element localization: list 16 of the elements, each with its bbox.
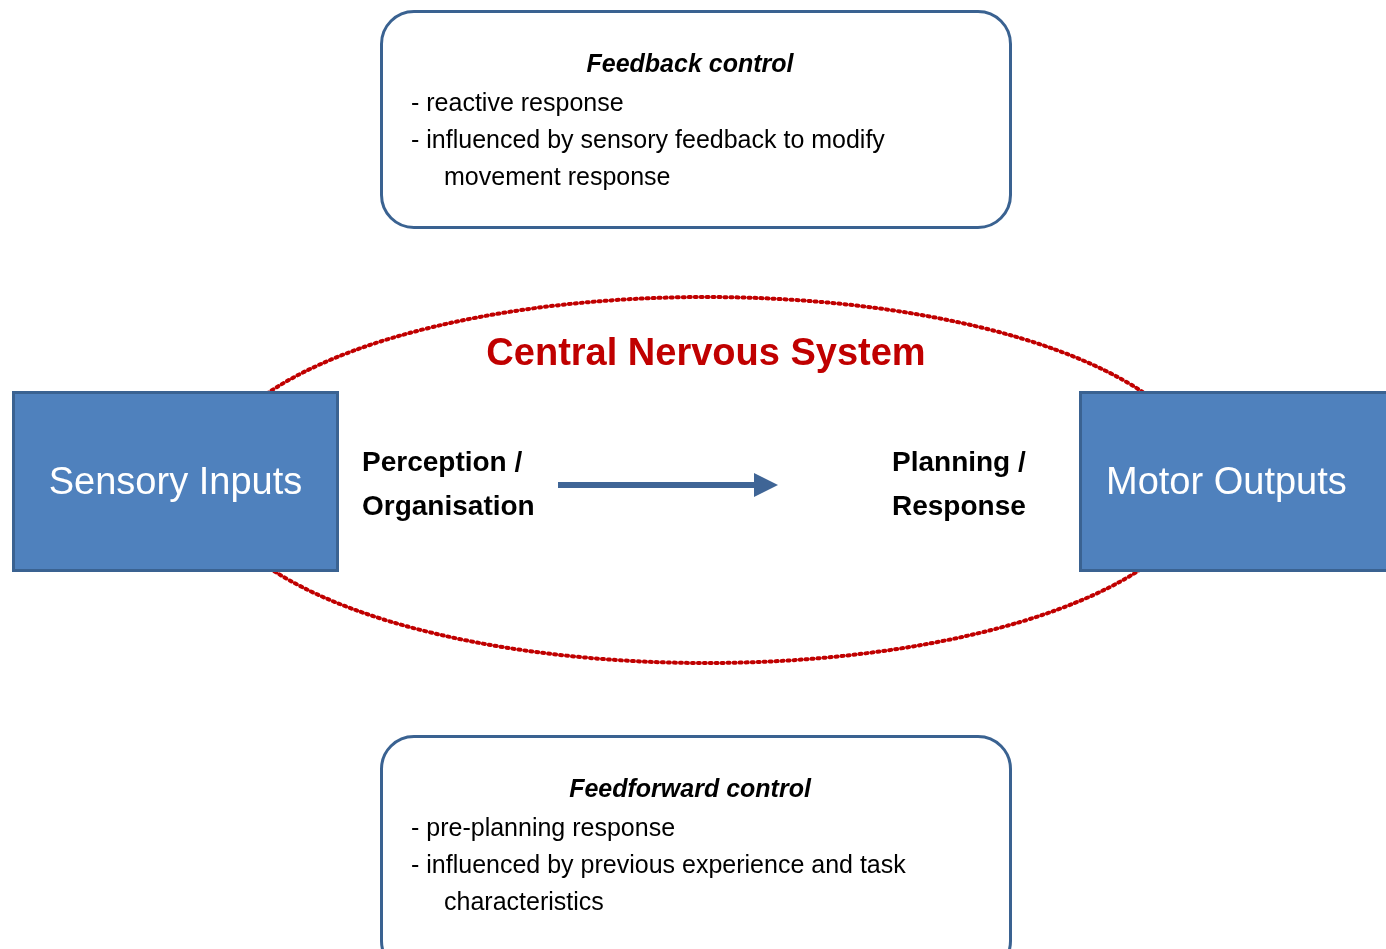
arrow bbox=[558, 473, 778, 497]
note-box bbox=[380, 735, 1012, 949]
bullet-text: - influenced by previous experience and task characteristics bbox=[411, 849, 907, 917]
bullet-text: - pre-planning response bbox=[411, 812, 677, 843]
note-box bbox=[380, 10, 1012, 229]
process-box bbox=[1079, 391, 1386, 572]
note-heading: Feedback control bbox=[585, 49, 795, 78]
ellipse-title: Central Nervous System bbox=[485, 331, 927, 374]
stage-label: Perception / Organisation bbox=[362, 445, 536, 523]
bullet-text: - reactive response bbox=[411, 87, 625, 118]
bullet-text: - influenced by sensory feedback to modify movement response bbox=[411, 124, 886, 192]
process-box bbox=[12, 391, 339, 572]
stage-label: Planning / Response bbox=[891, 445, 1027, 523]
box-label: Sensory Inputs bbox=[48, 460, 303, 503]
box-label: Motor Outputs bbox=[1106, 460, 1347, 503]
note-heading: Feedforward control bbox=[568, 774, 813, 803]
